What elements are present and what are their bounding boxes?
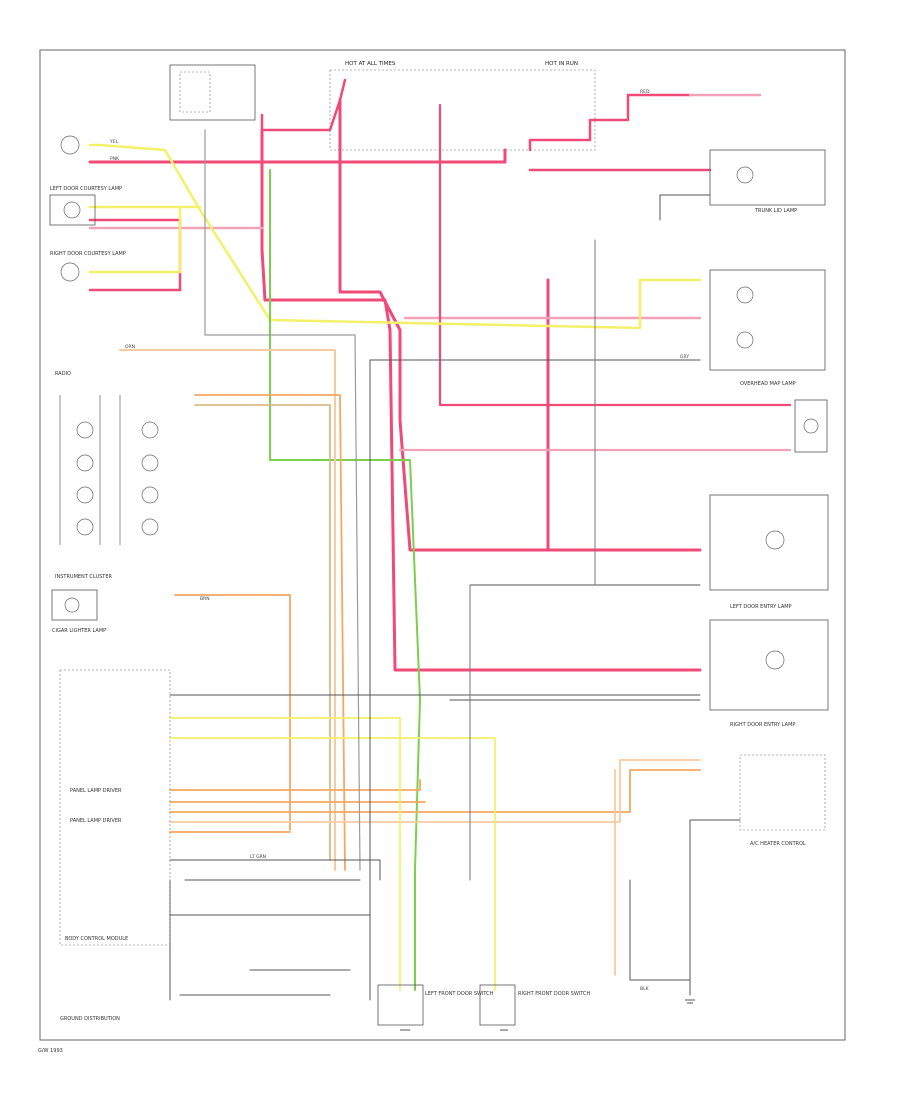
wire-green: [269, 169, 421, 991]
label-hot-at-all-times: HOT AT ALL TIMES: [345, 61, 396, 67]
upper-lamp-icon: [60, 135, 80, 155]
wire-red-glove: [438, 103, 792, 407]
overhead-map-lamp-icon-2: [736, 331, 754, 349]
wire-tag-pink: PNK: [110, 156, 120, 162]
wire-red-down-center: [338, 98, 702, 552]
wire-orange-bcm-1: [169, 779, 421, 791]
wire-orange-cluster: [174, 594, 291, 831]
wire-tag-black: BLK: [640, 986, 650, 992]
label-overhead-map-lamp: OVERHEAD MAP LAMP: [740, 381, 796, 387]
dome-lamp-box: [709, 494, 829, 591]
diagram-footnote: G/W 1993: [38, 1048, 63, 1054]
wire-orange-bcm-4: [169, 759, 701, 823]
overhead-map-lamp-icon-1: [736, 286, 754, 304]
wire-tag-orange: ORN: [125, 344, 135, 350]
label-trunk-lid-lamp: TRUNK LID LAMP: [754, 208, 797, 214]
radio-lamp-grid: [59, 395, 159, 545]
label-ground-distribution: GROUND DISTRIBUTION: [60, 1016, 120, 1022]
headlamp-switch-inner: [179, 71, 211, 113]
wire-gray-1: [204, 129, 361, 871]
wire-gray-9: [169, 859, 381, 881]
left-door-courtesy-box: [49, 194, 96, 226]
right-door-courtesy-lamp-icon: [60, 262, 80, 282]
dome-lamp-icon: [765, 530, 785, 550]
wire-yellow-top: [88, 143, 702, 330]
wire-yellow-lf-door: [169, 717, 401, 991]
label-left-door-entry-lamp: LEFT DOOR ENTRY LAMP: [730, 604, 792, 610]
cigar-lighter-lamp-icon: [64, 597, 80, 613]
right-door-entry-lamp-box: [709, 619, 829, 711]
fuse-block-box: [329, 69, 596, 151]
label-right-front-door-switch: RIGHT FRONT DOOR SWITCH: [518, 991, 591, 997]
wire-red-top-bus: [88, 148, 507, 164]
wire-orange-radio: [119, 349, 336, 871]
right-front-door-switch-box: [479, 984, 516, 1026]
wire-tag-red: RED: [640, 89, 650, 95]
label-radio: RADIO: [55, 371, 71, 377]
label-instrument-cluster: INSTRUMENT CLUSTER: [55, 574, 113, 580]
right-door-entry-lamp-icon: [765, 650, 785, 670]
wire-red-top-2: [260, 78, 347, 132]
headlamp-switch-box: [169, 64, 256, 121]
label-panel-lamp-driver-2: PANEL LAMP DRIVER: [70, 818, 122, 824]
cigar-lighter-box: [51, 589, 98, 621]
diagram-frame: [39, 49, 846, 1041]
wire-tag-green: LT GRN: [250, 854, 266, 860]
wire-tag-brown: BRN: [200, 596, 210, 602]
glovebox-lamp-box: [794, 399, 828, 453]
overhead-map-lamp-box: [709, 269, 826, 371]
wire-tag-gray: GRY: [680, 354, 689, 360]
label-body-control-module: BODY CONTROL MODULE: [65, 936, 128, 942]
trunk-lid-lamp-icon: [736, 166, 754, 184]
wire-orange-radio-2: [194, 394, 346, 871]
label-left-front-door-switch: LEFT FRONT DOOR SWITCH: [425, 991, 494, 997]
label-right-door-courtesy: RIGHT DOOR COURTESY LAMP: [50, 251, 126, 257]
trunk-lid-lamp-box: [709, 149, 826, 206]
wire-gray-15: [629, 879, 691, 981]
wire-tag-yellow: YEL: [109, 139, 119, 145]
ground-symbols: [400, 999, 695, 1031]
ac-heater-control-box: [739, 754, 826, 831]
wire-red-down-2: [260, 128, 702, 672]
left-front-door-switch-box: [377, 984, 424, 1026]
left-door-courtesy-lamp-icon: [63, 201, 81, 219]
glovebox-lamp-icon: [803, 418, 819, 434]
wire-tan-radio: [194, 404, 331, 861]
body-control-module-box: [59, 669, 171, 946]
label-ac-heater-control: A/C HEATER CONTROL: [750, 841, 806, 847]
label-hot-in-run: HOT IN RUN: [545, 61, 578, 67]
label-left-door-courtesy: LEFT DOOR COURTESY LAMP: [50, 186, 122, 192]
label-panel-lamp-driver-1: PANEL LAMP DRIVER: [70, 788, 122, 794]
wire-yellow-left-2: [88, 205, 182, 274]
label-cigar-lighter: CIGAR LIGHTER LAMP: [52, 628, 106, 634]
wire-yellow-rf-door: [169, 737, 496, 991]
wires-layer: [88, 78, 792, 1001]
wire-red-right-top: [528, 93, 692, 152]
label-right-door-entry-lamp: RIGHT DOOR ENTRY LAMP: [730, 722, 795, 728]
